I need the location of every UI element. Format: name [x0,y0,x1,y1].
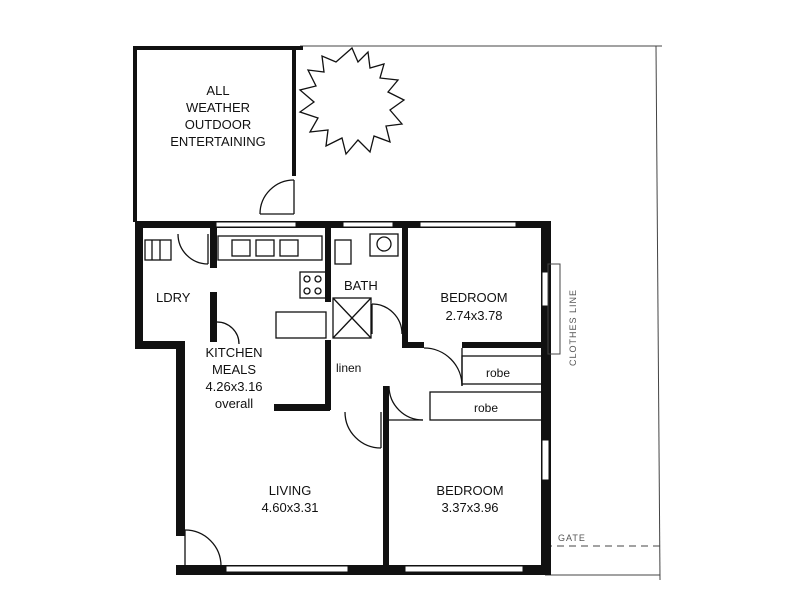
svg-text:MEALS: MEALS [212,362,256,377]
bedroom1-label: BEDROOM 2.74x3.78 [440,290,507,323]
site-boundary [300,45,662,581]
living-label: LIVING 4.60x3.31 [261,483,318,515]
svg-text:2.74x3.78: 2.74x3.78 [445,308,502,323]
bedroom2-label: BEDROOM 3.37x3.96 [436,483,503,515]
svg-text:BEDROOM: BEDROOM [436,483,503,498]
linen-label: linen [336,361,361,375]
svg-text:4.26x3.16: 4.26x3.16 [205,379,262,394]
walls [135,221,551,575]
outdoor-label: ALL WEATHER OUTDOOR ENTERTAINING [170,83,266,149]
fixtures [144,233,561,421]
svg-text:3.37x3.96: 3.37x3.96 [441,500,498,515]
robe2-label: robe [474,401,498,415]
windows [215,221,550,573]
svg-text:OUTDOOR: OUTDOOR [185,117,251,132]
bath-label: BATH [344,278,378,293]
svg-text:4.60x3.31: 4.60x3.31 [261,500,318,515]
svg-text:LIVING: LIVING [269,483,312,498]
doors [177,233,463,567]
svg-text:overall: overall [215,396,253,411]
robe1-label: robe [486,366,510,380]
svg-text:KITCHEN: KITCHEN [205,345,262,360]
outdoor-area [133,46,303,222]
svg-text:BEDROOM: BEDROOM [440,290,507,305]
svg-text:ENTERTAINING: ENTERTAINING [170,134,266,149]
laundry-label: LDRY [156,290,191,305]
gate-label: GATE [558,533,586,543]
svg-text:ALL: ALL [206,83,229,98]
tree-icon [298,46,406,156]
svg-text:WEATHER: WEATHER [186,100,250,115]
clothes-line-label: CLOTHES LINE [568,289,578,366]
kitchen-label: KITCHEN MEALS 4.26x3.16 overall [205,345,262,411]
